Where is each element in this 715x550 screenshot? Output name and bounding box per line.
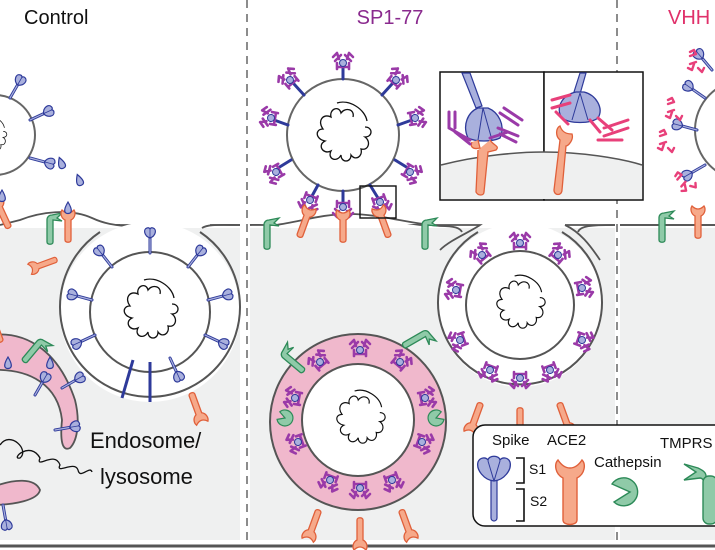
legend[interactable]: Spike ACE2 Cathepsin TMPRS S1 S2 [472, 424, 715, 527]
endosome [0, 308, 93, 533]
legend-spike-label: Spike [492, 432, 530, 449]
control-panel: Control [0, 7, 241, 533]
endosome-sp177 [269, 327, 447, 550]
legend-bracket [516, 457, 525, 522]
legend-s2-label: S2 [530, 493, 547, 509]
spike-icon [477, 455, 511, 522]
legend-tmprss2-label: TMPRS [660, 435, 713, 452]
sp177-panel: SP1-77 [258, 7, 644, 550]
virion-invaginating [59, 222, 241, 427]
endosome-label-line1: Endosome/ [90, 428, 202, 453]
legend-ace2-label: ACE2 [547, 432, 586, 449]
vhh-panel: VHH [656, 7, 715, 243]
virion-free [0, 71, 58, 176]
cathepsin-legend-icon [610, 477, 639, 507]
panel-title-control: Control [24, 7, 88, 29]
tmprss2-legend-icon [683, 463, 715, 525]
panel-title-vhh: VHH [668, 7, 710, 29]
ace2-legend-icon [555, 458, 585, 526]
inset-comparison [439, 71, 644, 201]
released-rna [0, 438, 93, 475]
virion-vhh [656, 45, 715, 196]
virion-bound-sp177 [258, 51, 428, 219]
endosome-label-line2: lysosome [100, 464, 193, 489]
legend-cathepsin-label: Cathepsin [594, 454, 662, 471]
legend-s1-label: S1 [529, 461, 546, 477]
virion-invaginating-sp177 [437, 223, 603, 441]
zoom-box [359, 185, 397, 219]
legend-box [472, 424, 715, 527]
panel-title-sp177: SP1-77 [357, 7, 424, 29]
